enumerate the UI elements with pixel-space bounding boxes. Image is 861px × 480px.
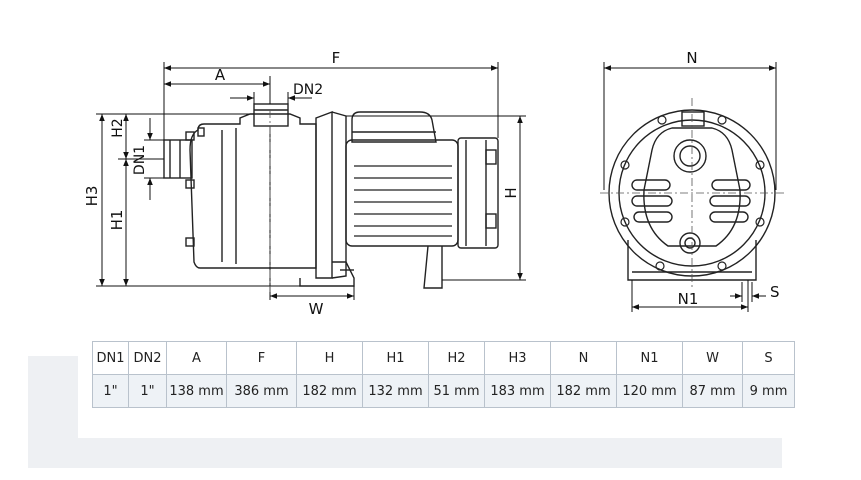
label-DN2: DN2 <box>293 82 323 98</box>
header-cell: S <box>742 341 795 375</box>
pump-body <box>189 113 317 269</box>
table-header-row: DN1 DN2 A F H H1 H2 H3 N N1 W S <box>92 341 795 375</box>
label-W: W <box>309 300 324 318</box>
label-H1: H1 <box>108 210 126 231</box>
header-cell: N1 <box>616 341 683 375</box>
table-cell: 138 mm <box>166 374 227 408</box>
label-N1: N1 <box>678 290 699 308</box>
front-bolts <box>620 115 765 271</box>
header-cell: H3 <box>484 341 551 375</box>
table-cell: 132 mm <box>362 374 429 408</box>
header-cell: H2 <box>428 341 485 375</box>
front-inlet <box>679 232 701 254</box>
label-S: S <box>770 283 780 301</box>
label-DN1: DN1 <box>132 145 148 175</box>
terminal-box <box>351 111 437 143</box>
table-cell: 182 mm <box>550 374 617 408</box>
inlet-nozzle <box>163 139 193 179</box>
header-cell: N <box>550 341 617 375</box>
table-cell: 182 mm <box>296 374 363 408</box>
table-cell: 386 mm <box>226 374 297 408</box>
header-cell: H <box>296 341 363 375</box>
table-cell: 87 mm <box>682 374 743 408</box>
front-outlet <box>673 139 707 173</box>
dimensions-table: DN1 DN2 A F H H1 H2 H3 N N1 W S 1" 1" 13… <box>92 341 795 408</box>
label-F: F <box>332 49 341 67</box>
front-dimensions <box>603 62 777 312</box>
table-cell: 1" <box>128 374 167 408</box>
label-H2: H2 <box>110 118 126 137</box>
header-cell: DN2 <box>128 341 167 375</box>
pump-dimension-drawing: F A DN2 H2 DN1 H3 H1 H W <box>83 49 784 318</box>
table-cell: 51 mm <box>428 374 485 408</box>
flange <box>315 110 333 279</box>
label-N: N <box>686 49 697 67</box>
outlet-nozzle <box>253 103 289 127</box>
cooling-fins <box>354 165 452 237</box>
header-cell: H1 <box>362 341 429 375</box>
motor-foot <box>423 245 443 289</box>
header-cell: W <box>682 341 743 375</box>
motor-housing <box>345 139 459 247</box>
header-cell: DN1 <box>92 341 129 375</box>
header-cell: A <box>166 341 227 375</box>
front-slots <box>631 179 751 223</box>
table-row: 1" 1" 138 mm 386 mm 182 mm 132 mm 51 mm … <box>92 374 795 408</box>
table-cell: 9 mm <box>742 374 795 408</box>
label-A: A <box>215 66 226 84</box>
mounting-foot <box>299 261 355 287</box>
side-view <box>163 103 499 289</box>
label-H3: H3 <box>83 186 101 207</box>
fan-cover <box>457 137 499 249</box>
table-cell: 120 mm <box>616 374 683 408</box>
header-cell: F <box>226 341 297 375</box>
label-H: H <box>502 187 520 198</box>
table-cell: 1" <box>92 374 129 408</box>
table-cell: 183 mm <box>484 374 551 408</box>
